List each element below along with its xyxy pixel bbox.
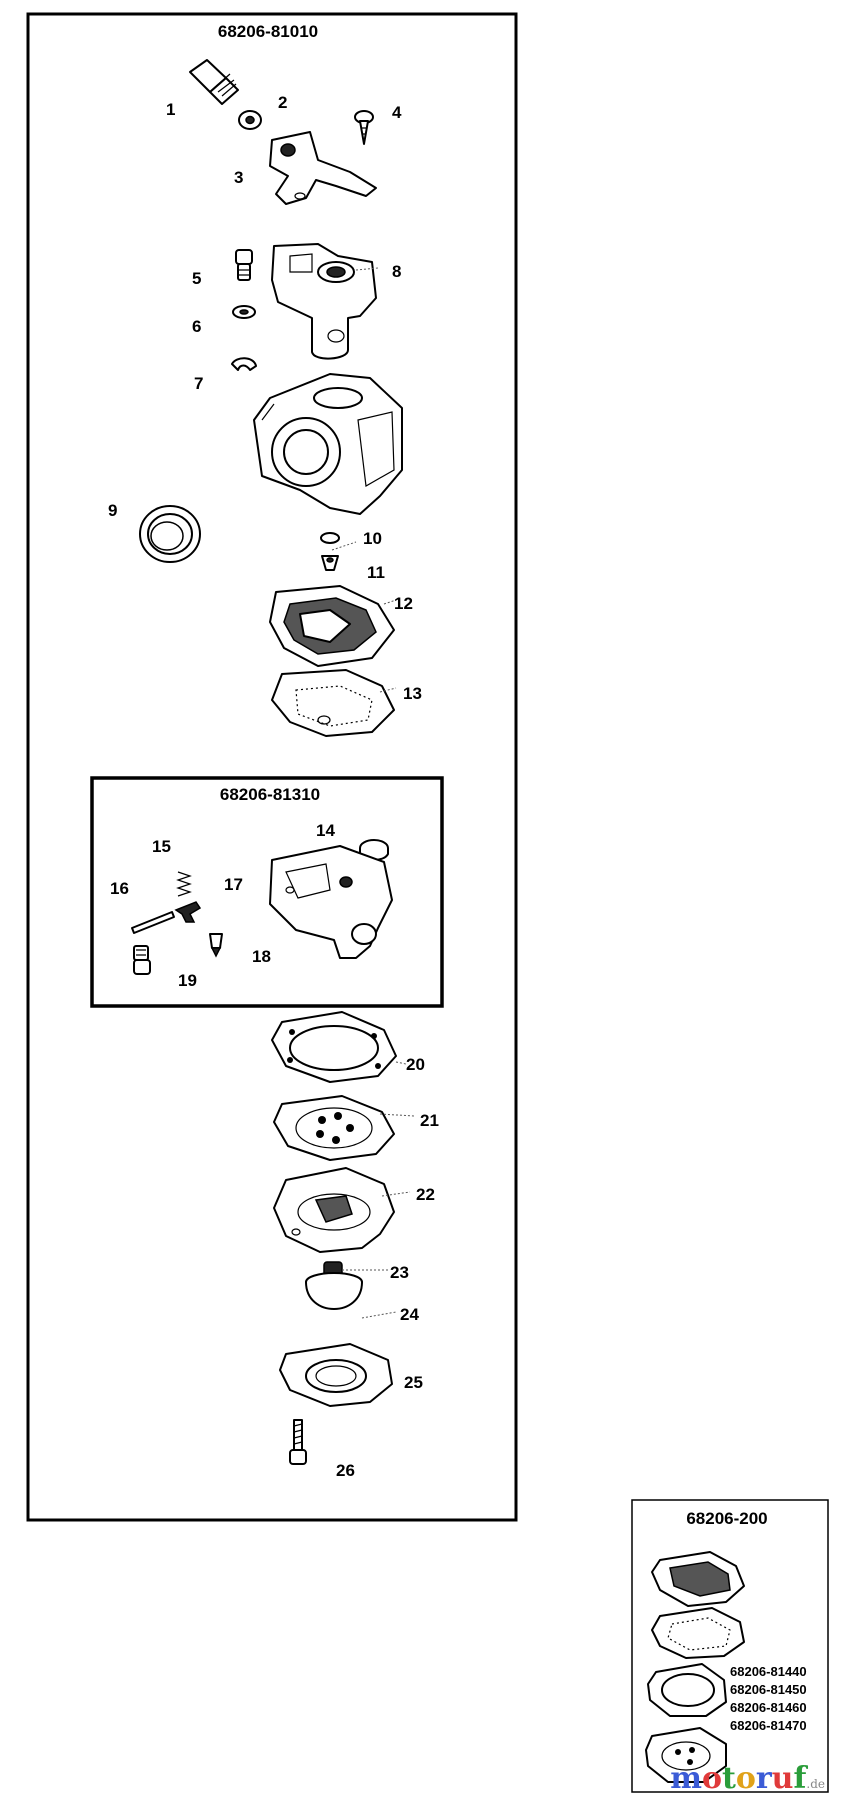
watermark-letter: u bbox=[771, 1761, 794, 1796]
gasket-kit-code-2: 68206-81450 bbox=[730, 1682, 807, 1697]
watermark-letter: m bbox=[670, 1761, 702, 1796]
gasket-kit-code-4: 68206-81470 bbox=[730, 1718, 807, 1733]
part-number-23: 23 bbox=[390, 1263, 409, 1282]
gasket-kit-code-3: 68206-81460 bbox=[730, 1700, 807, 1715]
metering-body-drawing bbox=[269, 845, 393, 959]
watermark-letter: r bbox=[755, 1761, 772, 1796]
watermark-suffix: .de bbox=[806, 1777, 825, 1791]
part-number-9: 9 bbox=[108, 501, 117, 520]
part-number-15: 15 bbox=[152, 837, 171, 856]
gasket-kit-drawing-2 bbox=[651, 1607, 745, 1659]
part-number-11: 11 bbox=[367, 563, 385, 582]
watermark-text: motoruf bbox=[670, 1761, 806, 1796]
part-number-3: 3 bbox=[234, 168, 243, 187]
part-number-10: 10 bbox=[363, 529, 382, 548]
site-watermark: motoruf.de bbox=[670, 1761, 825, 1796]
main-kit-code: 68206-81010 bbox=[218, 22, 318, 41]
watermark-letter: o bbox=[735, 1761, 756, 1796]
sub-kit-code: 68206-81310 bbox=[220, 785, 320, 804]
part-9-drawing bbox=[139, 505, 201, 563]
part-10-drawing bbox=[320, 532, 340, 544]
part-number-17: 17 bbox=[224, 875, 243, 894]
part-number-1: 1 bbox=[166, 100, 175, 119]
part-number-14: 14 bbox=[316, 821, 335, 840]
part-number-8: 8 bbox=[392, 262, 401, 281]
part-number-16: 16 bbox=[110, 879, 129, 898]
part-15-drawing bbox=[176, 871, 192, 897]
part-12-drawing bbox=[269, 585, 395, 667]
part-number-19: 19 bbox=[178, 971, 197, 990]
part-number-12: 12 bbox=[394, 594, 413, 613]
watermark-letter: t bbox=[721, 1761, 736, 1796]
part-8-drawing bbox=[271, 243, 377, 360]
watermark-letter: f bbox=[793, 1761, 807, 1796]
part-number-22: 22 bbox=[416, 1185, 435, 1204]
part-number-5: 5 bbox=[192, 269, 201, 288]
part-4-drawing bbox=[354, 110, 374, 145]
part-20-drawing bbox=[271, 1011, 397, 1083]
part-17-drawing bbox=[174, 901, 202, 923]
gasket-kit-drawing-4 bbox=[645, 1727, 727, 1783]
part-16-drawing bbox=[131, 911, 175, 934]
gasket-kit-code-1: 68206-81440 bbox=[730, 1664, 807, 1679]
part-number-25: 25 bbox=[404, 1373, 423, 1392]
part-number-21: 21 bbox=[420, 1111, 439, 1130]
part-number-20: 20 bbox=[406, 1055, 425, 1074]
part-number-4: 4 bbox=[392, 103, 402, 122]
part-number-26: 26 bbox=[336, 1461, 355, 1480]
watermark-letter: o bbox=[701, 1761, 722, 1796]
leader-lines bbox=[331, 267, 415, 1319]
gasket-kit-drawing-3 bbox=[647, 1663, 727, 1717]
part-25-drawing bbox=[279, 1343, 393, 1407]
part-13-drawing bbox=[271, 669, 395, 737]
part-5-drawing bbox=[235, 249, 253, 281]
part-2-drawing bbox=[238, 110, 262, 130]
part-24-drawing bbox=[305, 1272, 363, 1310]
part-18-drawing bbox=[209, 933, 223, 958]
part-22-drawing bbox=[273, 1167, 395, 1253]
part-7-drawing bbox=[231, 357, 257, 371]
part-3-drawing bbox=[269, 131, 377, 205]
part-number-6: 6 bbox=[192, 317, 201, 336]
part-11-drawing bbox=[321, 555, 339, 571]
part-26-drawing bbox=[289, 1419, 307, 1465]
part-19-drawing bbox=[133, 945, 151, 975]
carburetor-body-drawing bbox=[253, 373, 403, 515]
part-number-2: 2 bbox=[278, 93, 287, 112]
part-number-7: 7 bbox=[194, 374, 203, 393]
part-1-drawing bbox=[189, 59, 239, 105]
main-kit-frame bbox=[26, 12, 518, 1522]
part-6-drawing bbox=[232, 305, 256, 319]
part-number-13: 13 bbox=[403, 684, 422, 703]
gasket-kit-code: 68206-200 bbox=[686, 1509, 767, 1528]
part-number-24: 24 bbox=[400, 1305, 419, 1324]
sub-kit-frame bbox=[90, 776, 444, 1008]
part-21-drawing bbox=[273, 1095, 395, 1161]
part-number-18: 18 bbox=[252, 947, 271, 966]
gasket-kit-frame bbox=[631, 1499, 829, 1793]
gasket-kit-drawing-1 bbox=[651, 1551, 745, 1607]
